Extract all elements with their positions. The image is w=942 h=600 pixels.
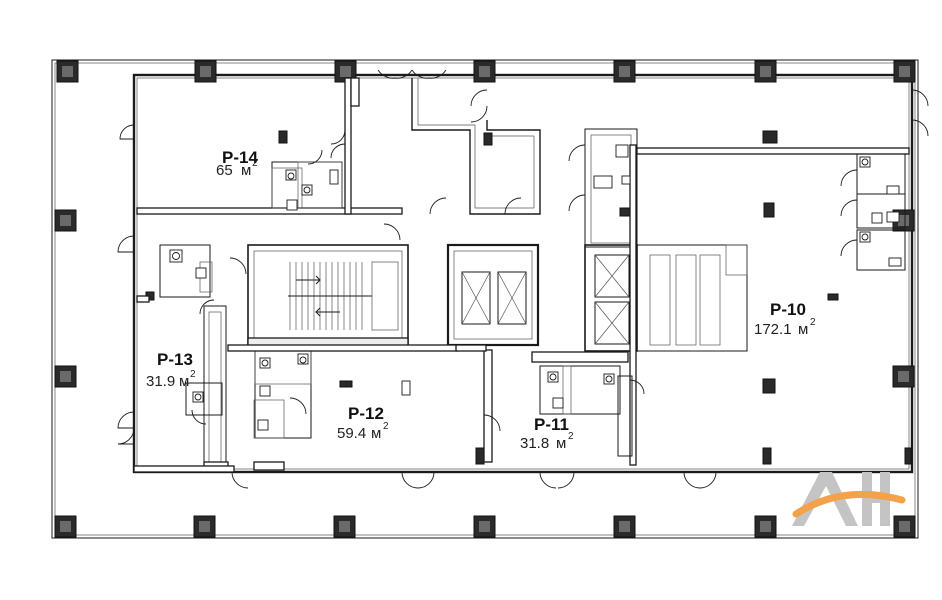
interior-column: [762, 447, 772, 465]
door-swings: [117, 69, 929, 489]
interior-column: [762, 378, 776, 394]
unit-label-p11: P-11 31.8 м 2: [520, 415, 574, 452]
column: [893, 60, 916, 83]
column: [54, 209, 77, 232]
column: [613, 60, 636, 83]
unit-area-value: 172.1: [754, 321, 792, 338]
interior-column: [762, 130, 778, 144]
column: [893, 515, 916, 538]
structural-columns: [54, 60, 916, 538]
unit-area-unit: м: [179, 373, 189, 390]
interior-column: [475, 447, 485, 465]
staircase: [288, 261, 399, 331]
unit-code: P-13: [157, 350, 193, 369]
unit-code: P-14: [222, 148, 258, 167]
unit-label-p14: P-14 65 м 2: [216, 148, 258, 179]
column: [473, 60, 496, 83]
unit-area-unit: м: [556, 435, 566, 452]
unit-label-p10: P-10 172.1 м 2: [754, 300, 816, 338]
unit-area-superscript: 2: [383, 421, 389, 432]
unit-area-value: 65: [216, 162, 233, 179]
interior-column: [483, 132, 493, 146]
unit-area-superscript: 2: [810, 317, 816, 328]
elevator-shafts: [461, 254, 721, 346]
column: [54, 365, 77, 388]
unit-code: P-11: [534, 415, 569, 434]
interior-column: [763, 202, 775, 218]
interior-column: [827, 293, 839, 301]
unit-area-superscript: 2: [190, 369, 196, 380]
unit-area-value: 31.9: [146, 373, 175, 390]
unit-area-value: 59.4: [337, 425, 366, 442]
interior-walls: [133, 77, 910, 473]
column: [613, 515, 636, 538]
interior-column: [339, 380, 353, 388]
interior-column: [401, 380, 411, 396]
watermark-logo: [792, 472, 906, 526]
column: [892, 365, 915, 388]
column: [754, 515, 777, 538]
unit-area-value: 31.8: [520, 435, 549, 452]
unit-area-unit: м: [371, 425, 381, 442]
unit-code: P-10: [770, 300, 806, 319]
column: [473, 515, 496, 538]
column: [193, 515, 216, 538]
unit-area-unit: м: [798, 321, 808, 338]
column: [56, 60, 79, 83]
column: [54, 515, 77, 538]
sanitary-fixtures: [169, 144, 902, 431]
unit-area-unit: м: [241, 162, 251, 179]
column: [754, 60, 777, 83]
unit-label-p12: P-12 59.4 м 2: [337, 404, 389, 442]
column: [194, 60, 217, 83]
interior-column: [278, 130, 288, 144]
unit-area-superscript: 2: [568, 431, 574, 442]
column: [333, 515, 356, 538]
unit-label-p13: P-13 31.9 м 2: [146, 350, 196, 390]
interior-column: [904, 447, 912, 465]
unit-area-superscript: 2: [252, 158, 258, 169]
unit-code: P-12: [348, 404, 384, 423]
